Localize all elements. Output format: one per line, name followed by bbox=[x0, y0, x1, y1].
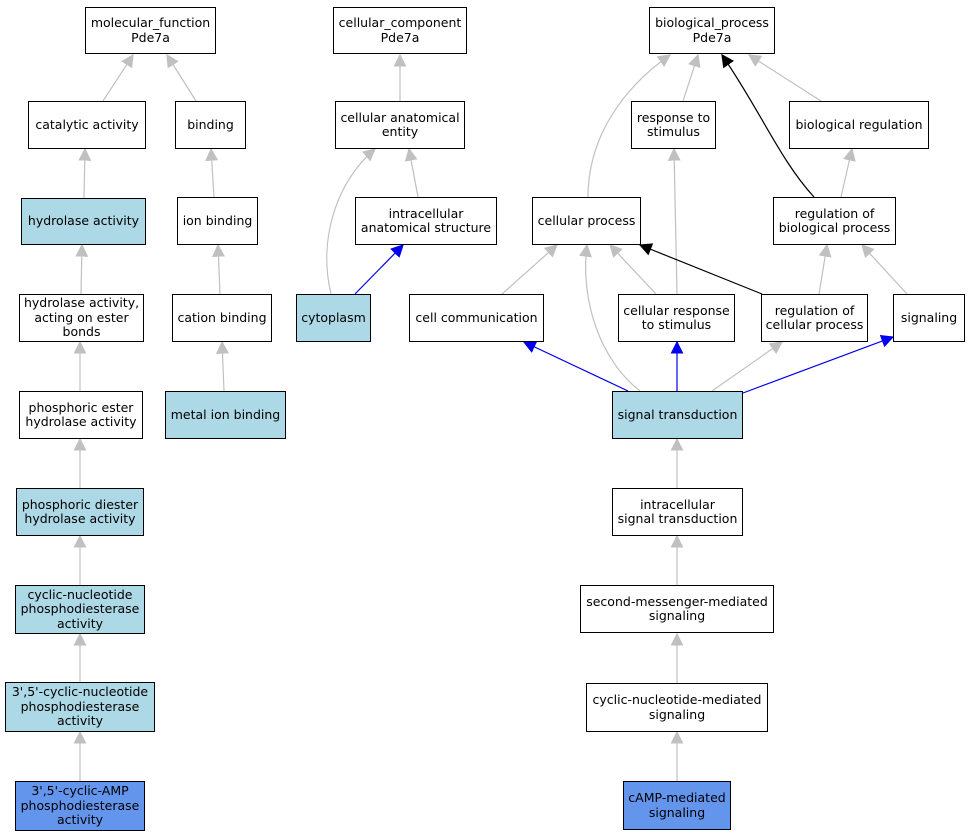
node-cellular-process[interactable]: cellular process bbox=[532, 197, 641, 245]
node-3-5-cyclic-nucleotide-pde[interactable]: 3',5'-cyclic-nucleotide phosphodiesteras… bbox=[5, 682, 155, 732]
edge-cat-mf bbox=[102, 53, 134, 102]
node-metal-ion-binding[interactable]: metal ion binding bbox=[165, 391, 286, 439]
edge-hydester-hyd bbox=[75, 243, 89, 295]
edge-cp-bp bbox=[587, 54, 672, 198]
edge-sig-cp bbox=[861, 244, 908, 295]
node-camp-mediated-signaling[interactable]: cAMP-mediated signaling bbox=[623, 781, 731, 830]
node-hydrolase-activity[interactable]: hydrolase activity bbox=[21, 198, 146, 245]
edge-bind-mf bbox=[166, 53, 197, 102]
edge-st-cp bbox=[579, 243, 641, 392]
node-regulation-cellular-process[interactable]: regulation of cellular process bbox=[761, 294, 868, 342]
node-intracellular-signal-transduction[interactable]: intracellular signal transduction bbox=[612, 488, 743, 536]
edge-hyd-cat bbox=[78, 147, 92, 199]
edge-st-cc2 bbox=[522, 341, 629, 392]
node-phosphoric-diester-hydrolase[interactable]: phosphoric diester hydrolase activity bbox=[16, 488, 144, 536]
node-second-messenger-signaling[interactable]: second-messenger-mediated signaling bbox=[580, 585, 774, 633]
node-molecular-function[interactable]: molecular_function Pde7a bbox=[85, 7, 216, 54]
node-biological-regulation[interactable]: biological regulation bbox=[789, 101, 929, 149]
node-signaling[interactable]: signaling bbox=[893, 294, 965, 342]
node-regulation-biological-process[interactable]: regulation of biological process bbox=[773, 197, 896, 245]
edge-cc2-cp bbox=[501, 244, 558, 295]
edge-rcp-cp bbox=[638, 243, 763, 295]
edge-st-rcp bbox=[711, 341, 784, 392]
edge-st-sig bbox=[742, 335, 895, 394]
node-cell-communication[interactable]: cell communication bbox=[409, 294, 544, 342]
edge-rbp-bp bbox=[721, 53, 815, 198]
node-cyclic-nucleotide-pde[interactable]: cyclic-nucleotide phosphodiesterase acti… bbox=[15, 585, 145, 634]
node-cellular-response-to-stimulus[interactable]: cellular response to stimulus bbox=[618, 294, 735, 342]
node-cellular-anatomical-entity[interactable]: cellular anatomical entity bbox=[335, 101, 465, 149]
node-ion-binding[interactable]: ion binding bbox=[177, 197, 258, 245]
edge-crs-cp bbox=[609, 244, 657, 295]
node-3-5-cyclic-amp-pde[interactable]: 3',5'-cyclic-AMP phosphodiesterase activ… bbox=[15, 781, 145, 831]
edge-ias-cae bbox=[404, 147, 419, 198]
node-cyclic-nucleotide-signaling[interactable]: cyclic-nucleotide-mediated signaling bbox=[586, 683, 768, 732]
edge-ion-bind bbox=[205, 147, 219, 198]
node-binding[interactable]: binding bbox=[175, 101, 246, 149]
edge-crs-rts bbox=[667, 147, 681, 295]
edge-metal-cation bbox=[215, 340, 229, 392]
node-signal-transduction[interactable]: signal transduction bbox=[612, 391, 743, 439]
node-hydrolase-ester-bonds[interactable]: hydrolase activity, acting on ester bond… bbox=[19, 294, 144, 342]
node-cytoplasm[interactable]: cytoplasm bbox=[296, 294, 371, 342]
node-biological-process[interactable]: biological_process Pde7a bbox=[649, 7, 775, 54]
node-intracellular-anatomical-structure[interactable]: intracellular anatomical structure bbox=[355, 197, 497, 245]
edge-cyto-ias bbox=[354, 244, 404, 295]
node-phosphoric-ester-hydrolase[interactable]: phosphoric ester hydrolase activity bbox=[19, 391, 143, 439]
edge-rcp-rbp bbox=[818, 243, 832, 295]
node-cation-binding[interactable]: cation binding bbox=[172, 294, 272, 342]
node-cellular-component[interactable]: cellular_component Pde7a bbox=[333, 7, 467, 54]
edge-cyto-cae bbox=[326, 148, 376, 295]
node-catalytic-activity[interactable]: catalytic activity bbox=[28, 101, 146, 149]
node-response-to-stimulus[interactable]: response to stimulus bbox=[631, 101, 716, 149]
edge-breg-bp bbox=[747, 54, 822, 102]
edge-rts-bp bbox=[682, 53, 701, 102]
edge-rbp-breg bbox=[840, 147, 856, 198]
edge-cation-ion bbox=[211, 243, 225, 295]
